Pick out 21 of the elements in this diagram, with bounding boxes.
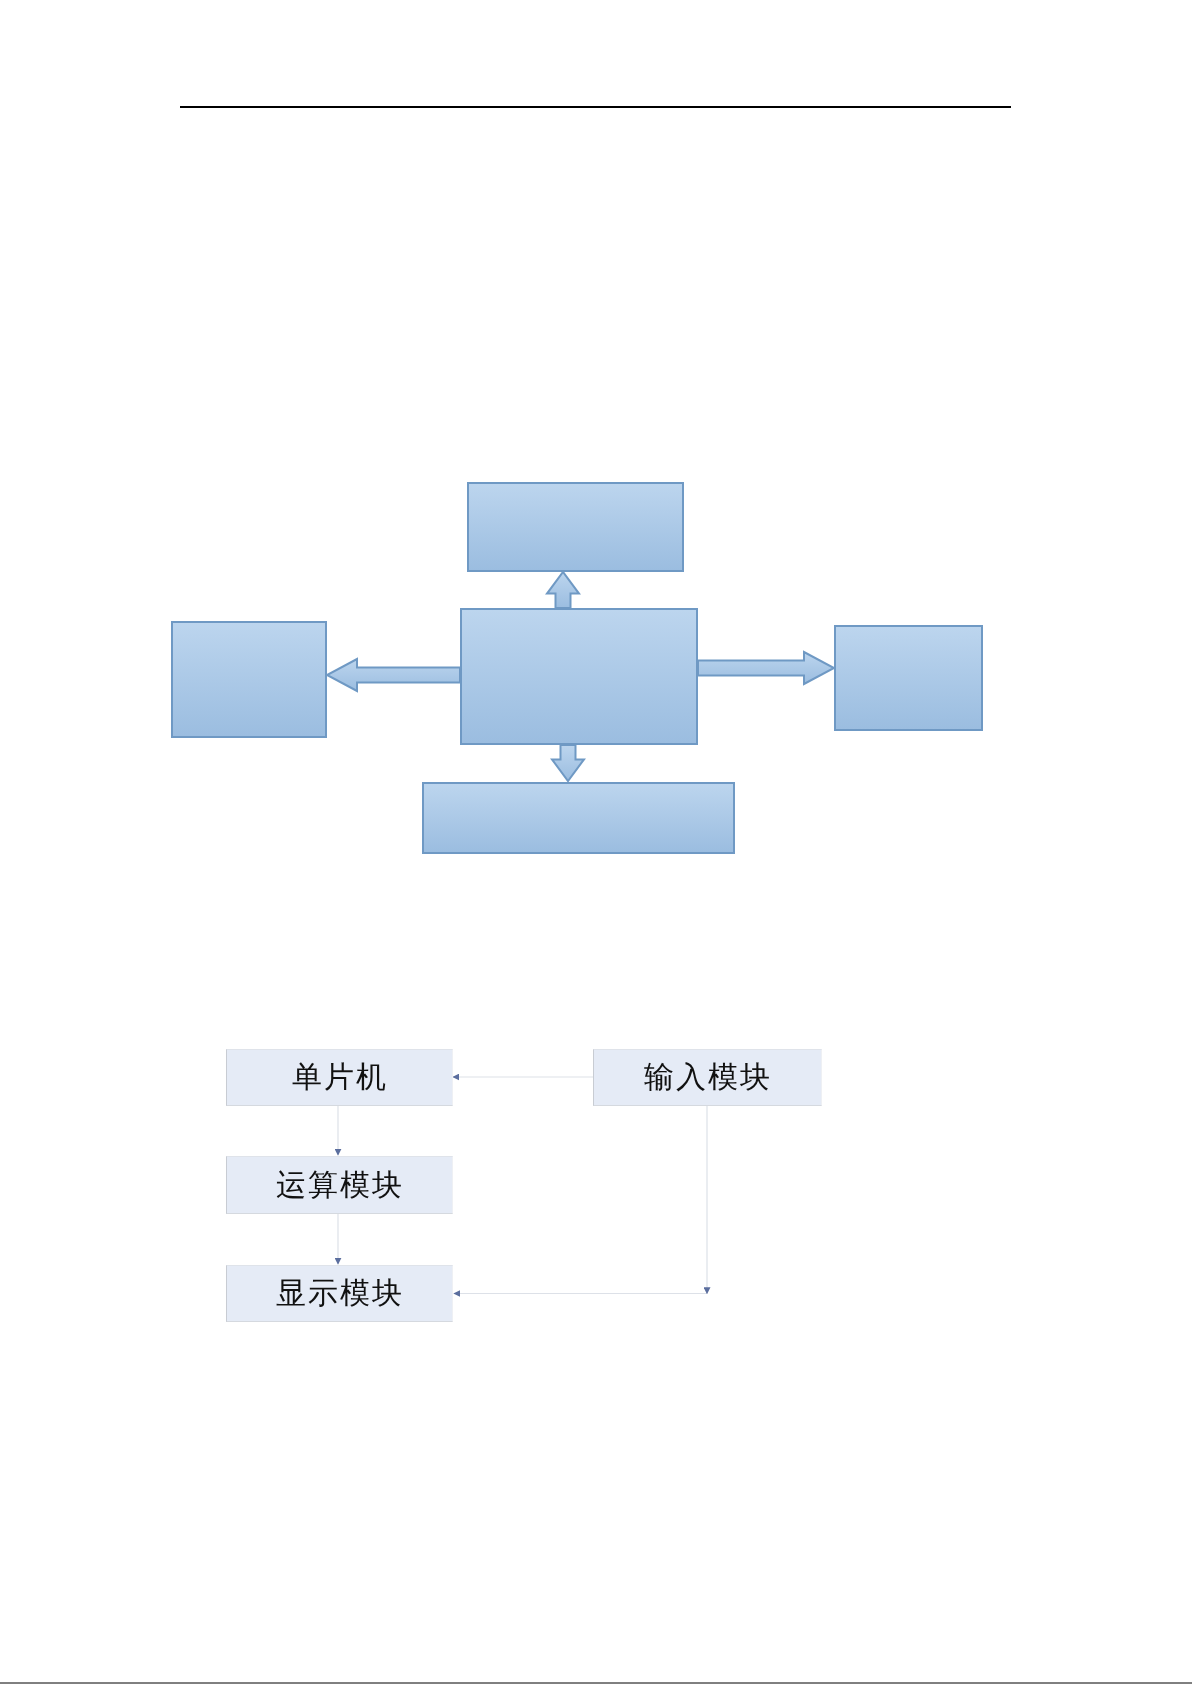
box-label: 输入模块 (643, 1058, 772, 1096)
module-box (226, 1049, 453, 1106)
arrow (452, 1073, 594, 1081)
block-arrow (545, 570, 581, 609)
module-box (593, 1049, 822, 1106)
module-box (226, 1156, 453, 1214)
block-arrow (697, 650, 837, 686)
block-arrow (550, 744, 586, 783)
arrow (334, 1213, 342, 1265)
empty-box (460, 608, 698, 745)
empty-box (171, 621, 327, 738)
empty-box (834, 625, 983, 731)
empty-box (422, 782, 735, 854)
arrow (334, 1105, 342, 1156)
module-box (226, 1265, 453, 1322)
box-label: 运算模块 (275, 1165, 404, 1204)
block-arrow (324, 657, 461, 693)
empty-box (467, 482, 684, 572)
box-label: 单片机 (291, 1058, 388, 1096)
arrow (453, 1105, 711, 1297)
box-label: 显示模块 (275, 1274, 404, 1312)
